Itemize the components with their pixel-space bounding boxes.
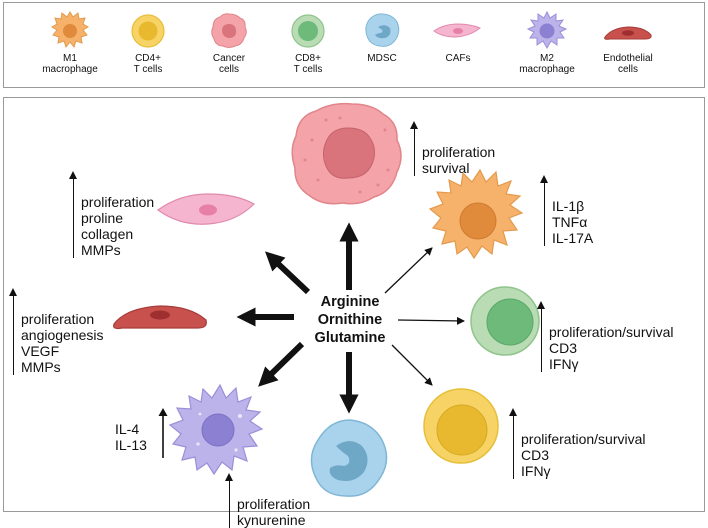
- effect-m2: IL-4 IL-13: [115, 421, 147, 453]
- up-arrow-icon: [536, 301, 545, 309]
- m1-macrophage: [428, 168, 524, 260]
- up-arrow-icon: [158, 408, 168, 458]
- legend-label-mdsc: MDSC: [367, 53, 397, 64]
- effect-endothelial: proliferation angiogenesis VEGF MMPs: [8, 288, 104, 375]
- legend-panel: [3, 2, 705, 88]
- cd8-t-cell: [470, 286, 540, 356]
- mdsc-icon: [365, 13, 400, 47]
- legend-label-cd4: CD4+ T cells: [133, 53, 163, 75]
- endothelial-cell: [113, 305, 207, 330]
- arrow-to-m1: [384, 247, 433, 294]
- arrow-to-cd4: [391, 344, 433, 386]
- legend-label-m1: M1 macrophage: [42, 53, 98, 75]
- up-arrow-icon: [8, 288, 17, 296]
- effect-cancer-text: proliferation survival: [422, 144, 496, 176]
- endothelial-cell-icon: [604, 26, 652, 40]
- effect-caf-text: proliferation proline collagen MMPs: [81, 194, 155, 258]
- cd8-t-cell-icon: [291, 14, 325, 48]
- effect-cd4-text: proliferation/survival CD3 IFNγ: [521, 431, 646, 479]
- cancer-cell-icon: [211, 13, 247, 48]
- m2-macrophage: [168, 383, 264, 476]
- up-arrow-icon: [508, 408, 517, 416]
- effect-m2-text: IL-4 IL-13: [115, 421, 147, 453]
- effect-cancer: proliferation survival: [409, 121, 496, 176]
- effect-cd4: proliferation/survival CD3 IFNγ: [508, 408, 646, 479]
- effect-m1-text: IL-1β TNFα IL-17A: [552, 198, 594, 246]
- diagram-canvas: [113, 102, 540, 497]
- cd4-t-cell-icon: [131, 14, 165, 48]
- arrow-to-caf: [265, 251, 311, 295]
- cancer-cell: [291, 102, 402, 205]
- legend-label-caf: CAFs: [445, 53, 471, 64]
- up-arrow-icon: [68, 171, 77, 179]
- arrow-to-cd8: [397, 316, 465, 325]
- legend-icons: [51, 10, 652, 50]
- effect-m1: IL-1β TNFα IL-17A: [539, 175, 594, 246]
- cd4-t-cell: [423, 388, 499, 464]
- up-arrow-icon: [409, 121, 418, 129]
- effect-cd8-text: proliferation/survival CD3 IFNγ: [549, 324, 674, 372]
- effect-endothelial-text: proliferation angiogenesis VEGF MMPs: [21, 311, 104, 375]
- effect-cd8: proliferation/survival CD3 IFNγ: [536, 301, 674, 372]
- up-arrow-icon: [539, 175, 548, 183]
- m1-macrophage-icon: [51, 11, 89, 49]
- caf-cell: [156, 193, 255, 225]
- up-arrow-icon: [224, 473, 233, 481]
- legend-label-endothelial: Endothelial cells: [603, 53, 653, 75]
- legend-label-cancer: Cancer cells: [212, 53, 246, 75]
- thick-arrows: [236, 222, 359, 414]
- m2-up-arrow: [158, 408, 168, 458]
- mdsc-cell: [310, 419, 388, 497]
- thin-arrows: [384, 247, 465, 386]
- effect-caf: proliferation proline collagen MMPs: [68, 171, 155, 258]
- legend-label-cd8: CD8+ T cells: [293, 53, 323, 75]
- center-metabolites-label: Arginine Ornithine Glutamine: [314, 294, 386, 346]
- legend-label-m2: M2 macrophage: [519, 53, 575, 75]
- caf-icon: [433, 23, 481, 38]
- arrow-to-m2: [258, 341, 305, 387]
- m2-macrophage-icon: [526, 10, 568, 50]
